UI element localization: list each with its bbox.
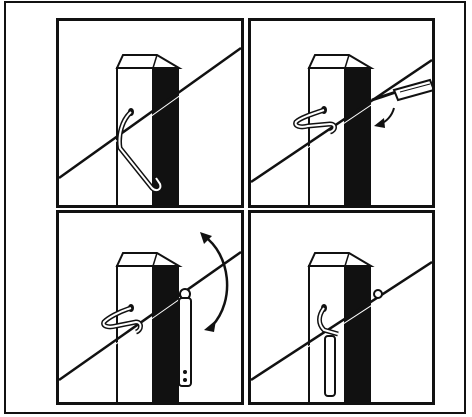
panel-2 [248, 18, 435, 208]
insulator-clip [317, 289, 383, 337]
fence-wire [59, 46, 241, 183]
rotate-arrow-icon [200, 232, 229, 332]
panel-1 [56, 18, 244, 208]
panel-3 [56, 210, 244, 405]
fence-wire [59, 250, 241, 385]
fence-post [307, 252, 375, 402]
insulator-clip [117, 108, 163, 193]
fence-post [115, 252, 183, 402]
insulator-clip [293, 106, 337, 135]
panel-4 [248, 210, 435, 405]
fence-post [115, 54, 183, 205]
fence-post [307, 54, 375, 205]
hanging-tool [324, 335, 336, 397]
hanging-tool [178, 288, 192, 387]
fence-wire [251, 58, 432, 187]
fence-wire [251, 260, 432, 385]
rotate-arrow-icon [374, 107, 395, 128]
insulator-clip [101, 304, 143, 335]
pliers-tool [371, 78, 432, 102]
